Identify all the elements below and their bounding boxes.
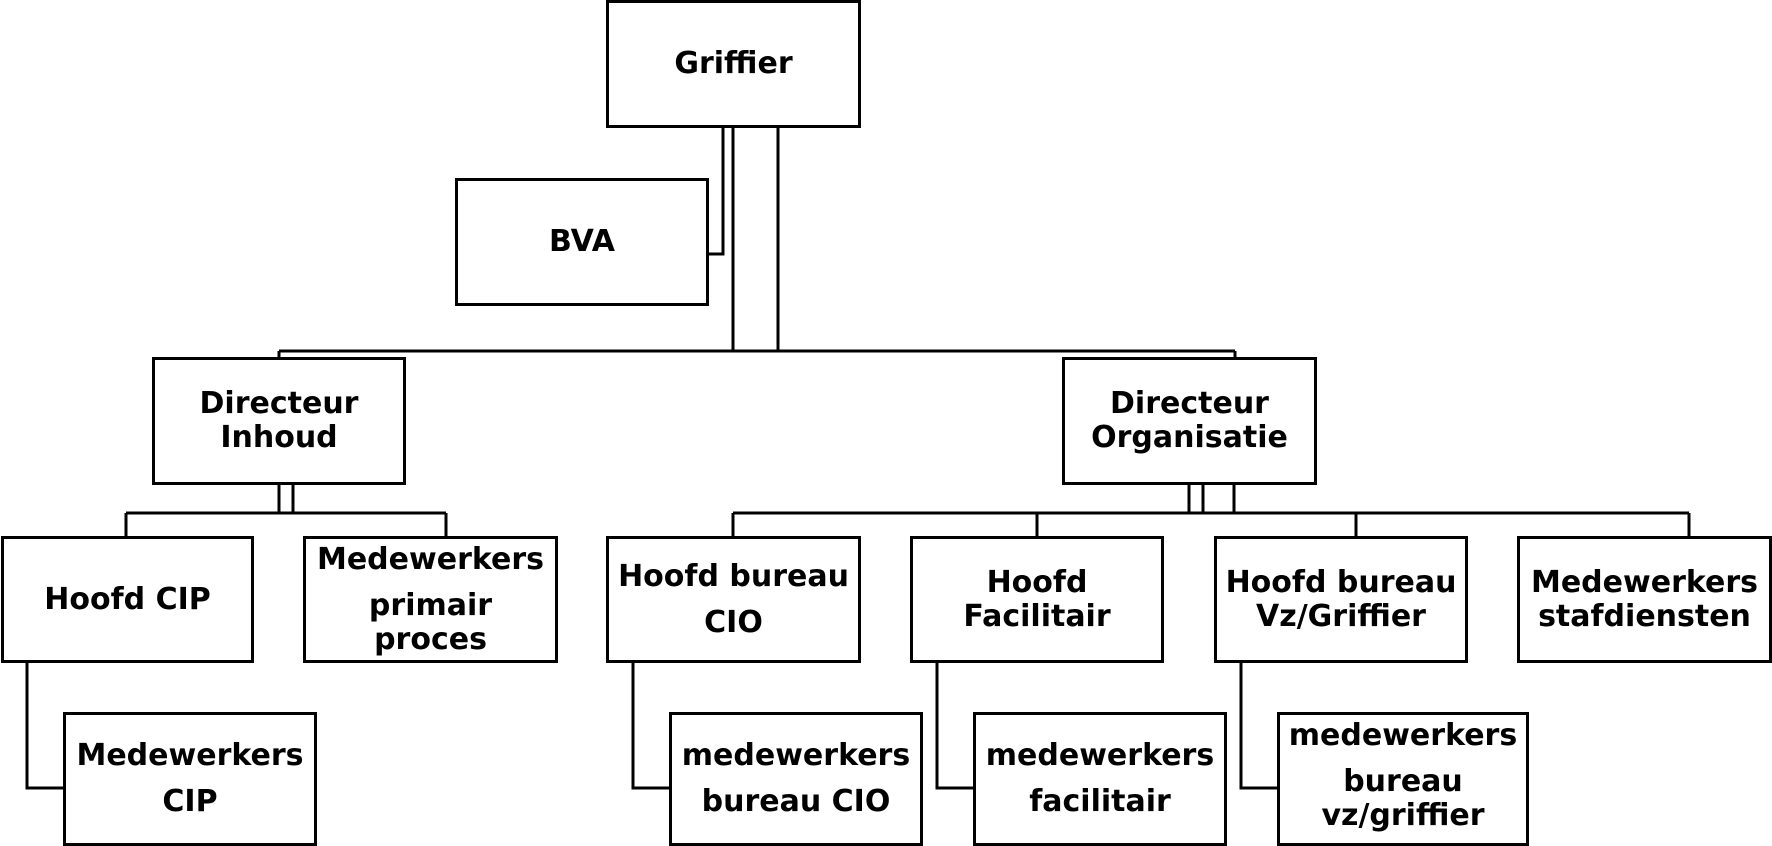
node-label: BVA [548, 224, 616, 259]
node-label: Organisatie [1091, 420, 1288, 455]
node-label: Hoofd [986, 564, 1088, 600]
node-label: Hoofd bureau [1225, 564, 1457, 600]
node-label: Griffier [674, 46, 793, 81]
node-medewerkers-bureau-cio: medewerkers bureau CIO [669, 712, 923, 846]
node-label: facilitair [1029, 784, 1171, 819]
connector-cio-to-medewerkers [631, 662, 670, 790]
node-label: primair [368, 588, 493, 623]
node-label: Inhoud [220, 420, 338, 455]
node-label: medewerkers [985, 738, 1215, 773]
node-label: Hoofd CIP [44, 581, 211, 617]
node-label: Medewerkers [316, 542, 545, 577]
node-label: Medewerkers [76, 738, 304, 773]
node-label: Directeur [199, 386, 359, 421]
node-hoofd-bureau-vz-griffier: Hoofd bureau Vz/Griffier [1214, 536, 1468, 663]
node-label: medewerkers [681, 738, 911, 773]
connector-hoofd-cip-to-medewerkers-cip [25, 662, 64, 790]
connector-facilitair-to-medewerkers [935, 662, 974, 790]
connector-vz-to-medewerkers [1239, 662, 1278, 790]
node-medewerkers-bureau-vz-griffier: medewerkers bureau vz/griffier [1277, 712, 1529, 846]
node-bva: BVA [455, 178, 709, 306]
node-medewerkers-facilitair: medewerkers facilitair [973, 712, 1227, 846]
node-medewerkers-stafdiensten: Medewerkers stafdiensten [1517, 536, 1772, 663]
node-label: CIP [162, 784, 218, 819]
connector-griffier-bva [707, 127, 725, 256]
node-hoofd-cip: Hoofd CIP [1, 536, 254, 663]
node-label: CIO [704, 604, 763, 640]
node-medewerkers-cip: Medewerkers CIP [63, 712, 317, 846]
node-label: bureau CIO [701, 784, 891, 819]
node-label: bureau [1343, 764, 1463, 799]
node-griffier: Griffier [606, 0, 861, 128]
node-medewerkers-primair-proces: Medewerkers primair proces [303, 536, 558, 663]
node-label: Facilitair [963, 598, 1111, 634]
node-label: vz/griffier [1321, 798, 1485, 833]
node-label: Medewerkers [1530, 564, 1759, 600]
node-label: proces [374, 622, 487, 657]
node-label: Directeur [1110, 386, 1269, 421]
node-label: Vz/Griffier [1256, 598, 1426, 634]
node-directeur-organisatie: Directeur Organisatie [1062, 357, 1317, 485]
node-hoofd-bureau-cio: Hoofd bureau CIO [606, 536, 861, 663]
node-label: stafdiensten [1538, 598, 1751, 634]
node-label: medewerkers [1288, 718, 1518, 753]
node-directeur-inhoud: Directeur Inhoud [152, 357, 406, 485]
node-label: Hoofd bureau [618, 558, 849, 594]
node-hoofd-facilitair: Hoofd Facilitair [910, 536, 1164, 663]
